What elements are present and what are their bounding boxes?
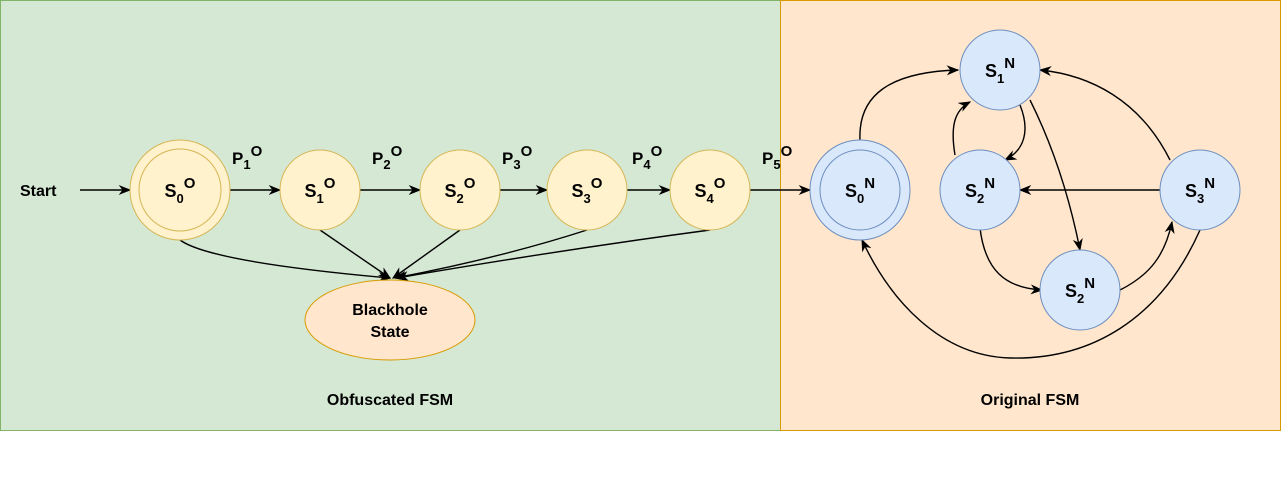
svg-text:S3N: S3N xyxy=(1185,175,1215,206)
state-s1-orig: S1N xyxy=(959,29,1041,111)
edge-label-p5: P5O xyxy=(762,143,793,172)
edge-s3n-s1n xyxy=(1038,66,1171,161)
svg-text:S2N: S2N xyxy=(965,175,995,206)
state-s0-orig: S0N xyxy=(809,139,911,241)
svg-text:S2N: S2N xyxy=(1065,275,1095,306)
edge-label-p1: P1O xyxy=(232,143,263,172)
edge-label-p4: P4O xyxy=(632,143,663,172)
svg-text:S0N: S0N xyxy=(845,175,875,206)
state-s2-orig-lower: S2N xyxy=(1039,249,1121,331)
edge-s2nlower-s3n xyxy=(1119,220,1175,291)
blackhole-state: Blackhole State xyxy=(304,279,476,361)
edge-s2-blackhole xyxy=(391,229,461,279)
edge-s1-blackhole xyxy=(319,229,392,279)
edge-s1n-s2n xyxy=(1003,104,1026,161)
state-s2-obf: S2O xyxy=(419,149,501,231)
state-s1-obf: S1O xyxy=(279,149,361,231)
state-s0-obf: S0O xyxy=(129,139,231,241)
edge-s3n-s0n xyxy=(861,229,1201,359)
blackhole-label-line1: Blackhole xyxy=(352,302,428,319)
state-s4-obf: S4O xyxy=(669,149,751,231)
original-caption: Original FSM xyxy=(981,392,1080,409)
blackhole-label-line2: State xyxy=(370,324,409,341)
state-s3-obf: S3O xyxy=(546,149,628,231)
edge-s3-blackhole xyxy=(393,229,588,281)
edge-s0n-s1n xyxy=(859,65,960,141)
edge-s4-blackhole xyxy=(395,229,711,282)
edge-s2n-s2nlower xyxy=(979,227,1044,295)
svg-text:S2O: S2O xyxy=(445,175,476,206)
edge-s1n-s2n-lower xyxy=(1029,99,1083,252)
obfuscated-caption: Obfuscated FSM xyxy=(327,392,453,409)
svg-text:S1N: S1N xyxy=(985,55,1015,86)
state-s3-orig: S3N xyxy=(1159,149,1241,231)
edge-s0-blackhole xyxy=(179,239,392,283)
obfuscated-panel xyxy=(0,0,781,431)
svg-text:S3O: S3O xyxy=(572,175,603,206)
edge-s2n-s1n xyxy=(952,101,972,156)
state-s2-orig: S2N xyxy=(939,149,1021,231)
svg-text:S1O: S1O xyxy=(305,175,336,206)
svg-text:S4O: S4O xyxy=(695,175,726,206)
svg-text:S0O: S0O xyxy=(165,175,196,206)
start-label: Start xyxy=(20,183,57,200)
edge-label-p3: P3O xyxy=(502,143,533,172)
edge-label-p2: P2O xyxy=(372,143,403,172)
